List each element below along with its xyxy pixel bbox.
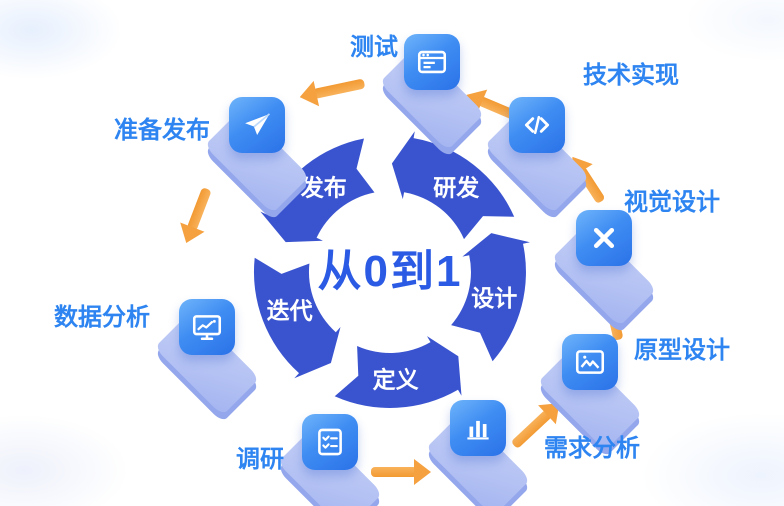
node-release: 准备发布 [114,97,310,221]
browser-window-icon [417,50,447,74]
ring-segment-迭代 [253,257,341,379]
node-requirements: 需求分析 [425,400,640,506]
ring-segment-label: 迭代 [267,298,313,324]
node-visual: 视觉设计 [551,189,720,334]
tile [229,97,285,153]
node-label: 数据分析 [54,304,150,331]
arrow-shaft [371,467,417,477]
paper-plane-icon [245,113,271,136]
ring-segment-label: 设计 [471,285,517,311]
bar-chart-icon [467,420,489,440]
node-label: 需求分析 [544,435,640,462]
node-label: 准备发布 [114,117,210,144]
picture-window-icon [575,350,605,374]
arrow-head [414,459,431,485]
node-label: 技术实现 [583,62,679,89]
design-tools-icon [593,227,615,249]
tile [404,34,460,90]
ring-segment-研发 [391,131,515,240]
ring-segment-定义 [334,336,462,408]
tile [302,414,358,470]
node-label: 原型设计 [634,337,730,364]
node-testing: 测试 [350,34,485,158]
node-research: 调研 [236,414,383,506]
flow-arrow-6 [369,459,431,485]
checklist-icon [318,428,342,456]
ring-segment-设计 [451,233,530,362]
node-label: 测试 [350,34,398,61]
arrow-shaft [312,78,366,100]
tile [509,97,565,153]
code-icon [524,115,550,135]
node-label: 视觉设计 [624,189,720,216]
node-tech: 技术实现 [484,62,679,221]
tile [576,210,632,266]
tile [562,334,618,390]
node-label: 调研 [236,446,284,473]
node-prototype: 原型设计 [537,334,730,458]
ring-segment-label: 发布 [300,174,347,200]
ring-segment-label: 研发 [433,174,479,200]
monitor-chart-icon [192,315,222,341]
tile [179,299,235,355]
ring-segment-发布 [260,138,375,243]
ring-segment-label: 定义 [373,366,419,392]
tile [450,400,506,456]
diagram-center-title: 从0到1 [317,247,463,296]
node-data: 数据分析 [54,299,260,423]
